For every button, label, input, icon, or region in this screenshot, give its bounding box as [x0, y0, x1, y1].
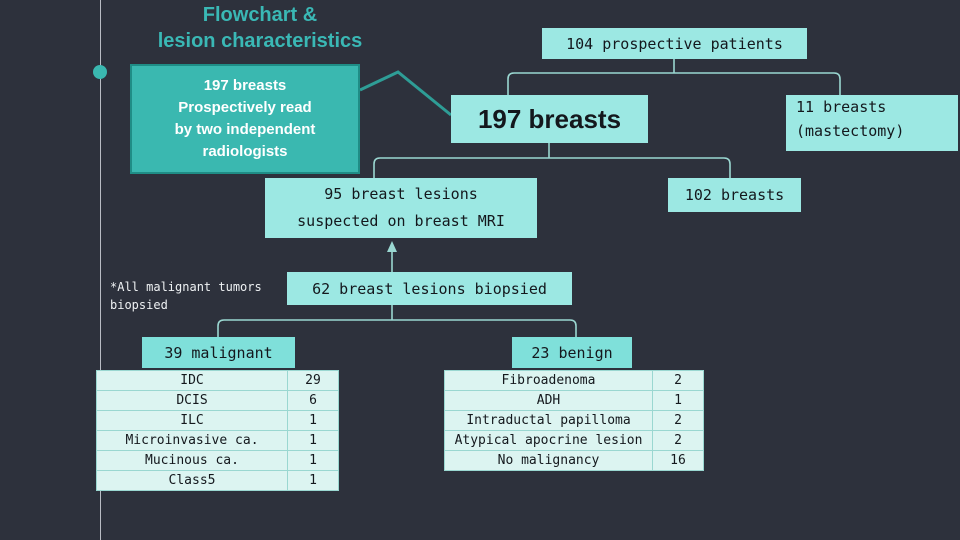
row-label: Fibroadenoma: [444, 370, 653, 391]
node-11-line-2: (mastectomy): [796, 122, 905, 140]
node-197-breasts: 197 breasts: [451, 95, 648, 143]
node-11-breasts-mastectomy: 11 breasts (mastectomy): [786, 95, 958, 151]
title-line-2: lesion characteristics: [157, 30, 363, 52]
row-label: DCIS: [96, 390, 288, 411]
node-95-breast-lesions: 95 breast lesions suspected on breast MR…: [265, 178, 537, 238]
node-95-line-1: 95 breast lesions: [324, 185, 478, 203]
row-value: 2: [652, 410, 704, 431]
title-line-1: Flowchart &: [202, 4, 318, 26]
row-value: 2: [652, 370, 704, 391]
node-197-label: 197 breasts: [477, 103, 622, 134]
node-104-label: 104 prospective patients: [566, 34, 783, 53]
row-value: 1: [652, 390, 704, 411]
intro-box: 197 breasts Prospectively read by two in…: [130, 64, 360, 174]
node-102-breasts: 102 breasts: [668, 178, 801, 212]
footnote-line-1: *All malignant tumors: [110, 280, 262, 294]
node-11-line-1: 11 breasts: [796, 98, 887, 116]
row-value: 6: [287, 390, 339, 411]
row-value: 16: [652, 450, 704, 471]
node-39-malignant-header: 39 malignant: [142, 337, 295, 368]
row-value: 1: [287, 450, 339, 471]
row-label: No malignancy: [444, 450, 653, 471]
page-title: Flowchart & lesion characteristics: [110, 2, 410, 54]
row-label: ILC: [96, 410, 288, 431]
node-39-label: 39 malignant: [164, 343, 273, 362]
row-label: Intraductal papilloma: [444, 410, 653, 431]
left-rail-dot: [93, 65, 107, 79]
intro-line-3: by two independent: [174, 121, 316, 138]
node-23-benign-header: 23 benign: [512, 337, 632, 368]
table-row: Microinvasive ca.1: [96, 430, 339, 451]
row-label: Mucinous ca.: [96, 450, 288, 471]
node-95-line-2: suspected on breast MRI: [297, 212, 505, 230]
node-23-label: 23 benign: [531, 343, 613, 362]
footnote-all-malignant-biopsied: *All malignant tumors biopsied: [110, 278, 285, 314]
row-value: 1: [287, 410, 339, 431]
intro-line-2: Prospectively read: [178, 99, 312, 116]
node-62-lesions-biopsied: 62 breast lesions biopsied: [287, 272, 572, 305]
row-value: 1: [287, 470, 339, 491]
row-value: 2: [652, 430, 704, 451]
node-102-label: 102 breasts: [684, 186, 785, 204]
row-label: Class5: [96, 470, 288, 491]
node-104-prospective-patients: 104 prospective patients: [542, 28, 807, 59]
row-label: Atypical apocrine lesion: [444, 430, 653, 451]
left-rail-line: [100, 0, 101, 540]
intro-line-1: 197 breasts: [203, 77, 287, 94]
row-value: 1: [287, 430, 339, 451]
row-value: 29: [287, 370, 339, 391]
intro-line-4: radiologists: [202, 143, 288, 160]
row-label: IDC: [96, 370, 288, 391]
table-row: Mucinous ca.1: [96, 450, 339, 471]
node-62-label: 62 breast lesions biopsied: [312, 279, 547, 298]
footnote-line-2: biopsied: [110, 298, 168, 312]
row-label: ADH: [444, 390, 653, 411]
row-label: Microinvasive ca.: [96, 430, 288, 451]
